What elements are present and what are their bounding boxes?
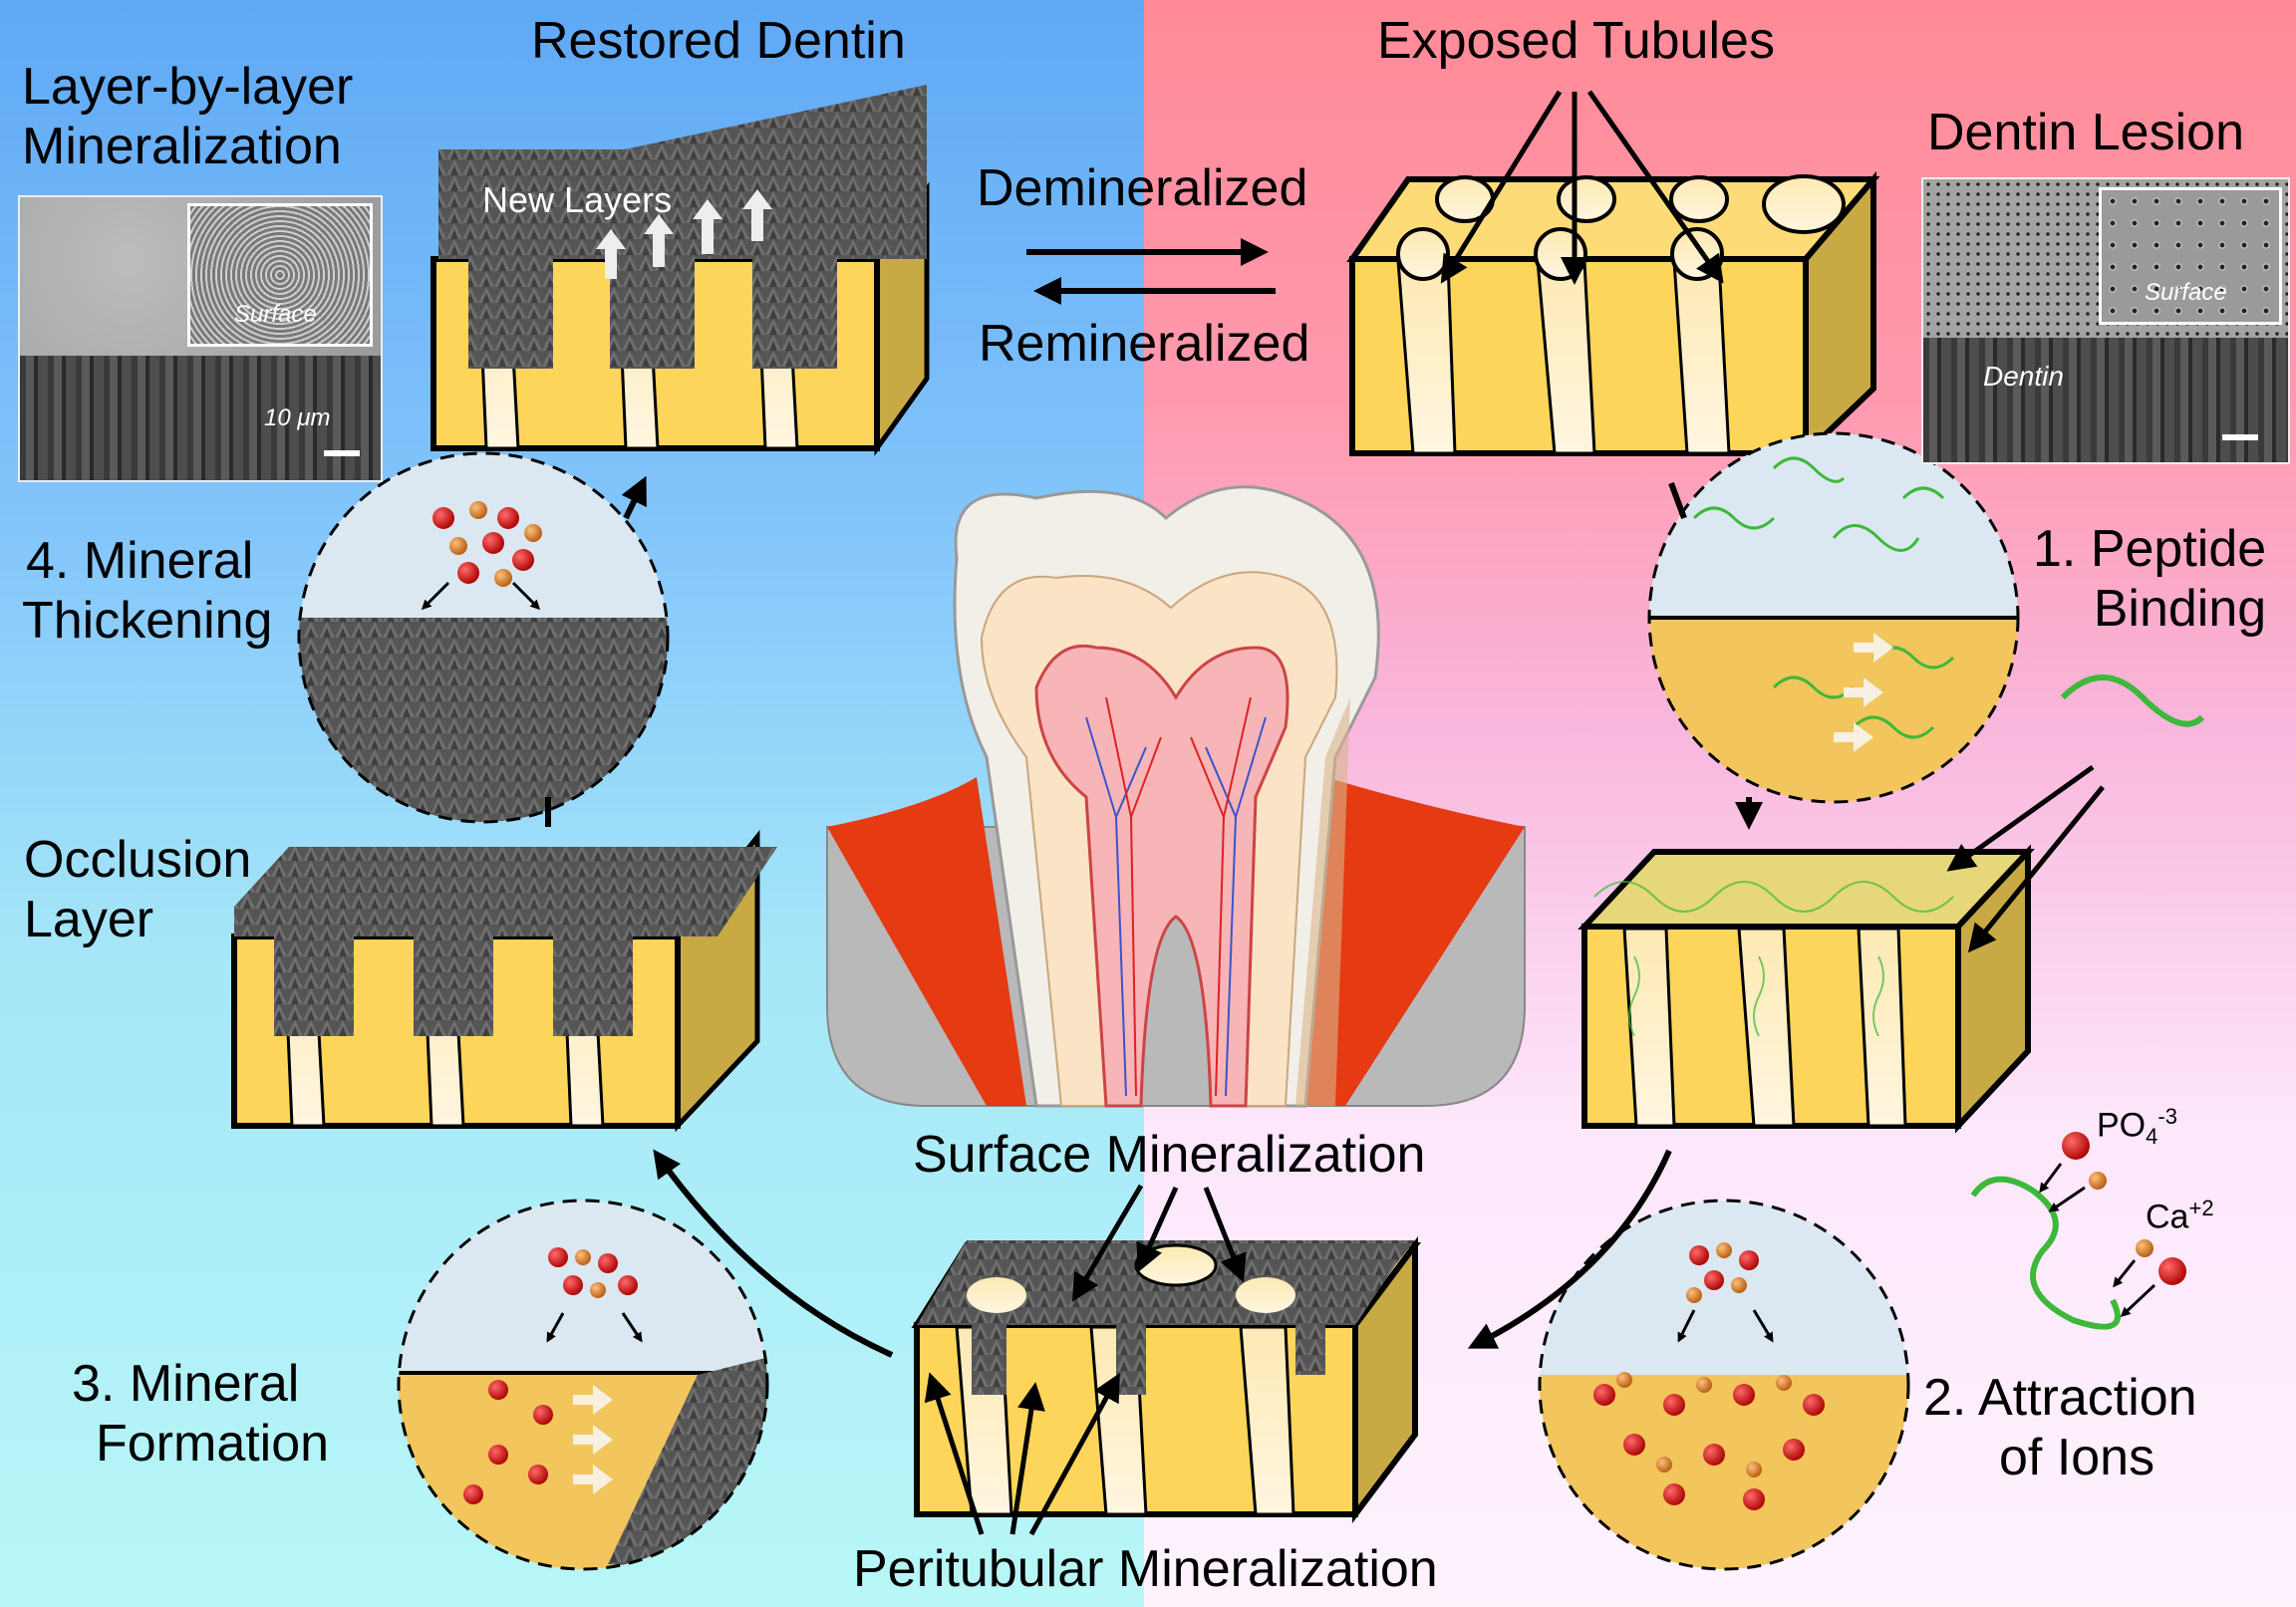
label-step2-attraction-of-ions: 2. Attraction of Ions bbox=[1923, 1369, 2197, 1486]
equilibrium-arrows bbox=[1026, 238, 1276, 305]
sem-label-surface: Surface bbox=[234, 301, 317, 328]
label-occlusion-layer: Occlusion Layer bbox=[24, 831, 252, 948]
sem-label-surface-right: Surface bbox=[2145, 279, 2227, 306]
cycle-arrows bbox=[545, 475, 1763, 1358]
peptide-coated-block bbox=[1578, 674, 2205, 1134]
label-restored-dentin: Restored Dentin bbox=[531, 12, 906, 70]
label-phosphate: PO4-3 bbox=[2097, 1104, 2177, 1150]
label-exposed-tubules: Exposed Tubules bbox=[1377, 12, 1775, 70]
ion-attraction-circle bbox=[1538, 1199, 1910, 1571]
restored-dentin-block bbox=[430, 85, 930, 456]
peptide-binding-circle bbox=[1647, 431, 2020, 804]
sem-image-layer-by-layer: Surface 10 μm bbox=[18, 195, 383, 482]
ion-cluster bbox=[432, 501, 542, 587]
mineral-thickening-circle bbox=[297, 451, 670, 824]
label-surface-mineralization: Surface Mineralization bbox=[913, 1126, 1426, 1184]
label-dentin-lesion: Dentin Lesion bbox=[1927, 104, 2244, 161]
label-step1-peptide-binding: 1. Peptide Binding bbox=[2033, 520, 2267, 638]
label-peritubular-mineralization: Peritubular Mineralization bbox=[853, 1540, 1438, 1598]
exposed-tubules-block bbox=[1346, 90, 1880, 461]
sem-image-dentin-lesion: Surface Dentin bbox=[1921, 177, 2290, 464]
tooth-illustration bbox=[826, 485, 1526, 1108]
label-calcium: Ca+2 bbox=[2146, 1196, 2214, 1236]
label-remineralized: Remineralized bbox=[979, 315, 1310, 373]
occlusion-layer-block bbox=[231, 829, 777, 1133]
sem-label-dentin: Dentin bbox=[1983, 361, 2064, 392]
label-layer-by-layer: Layer-by-layer Mineralization bbox=[22, 58, 354, 175]
mineral-formation-circle bbox=[397, 1199, 769, 1571]
label-demineralized: Demineralized bbox=[977, 159, 1308, 217]
label-step3-mineral-formation: 3. Mineral Formation bbox=[72, 1355, 330, 1473]
surface-peritubular-block bbox=[911, 1184, 1421, 1536]
peptide-ion-illustration bbox=[1970, 1132, 2186, 1330]
scale-bar-right bbox=[2222, 434, 2258, 440]
sem-label-scale: 10 μm bbox=[264, 404, 331, 431]
scale-bar bbox=[324, 450, 360, 456]
label-new-layers: New Layers bbox=[482, 179, 673, 220]
label-step4-mineral-thickening: 4. Mineral Thickening bbox=[22, 532, 273, 650]
